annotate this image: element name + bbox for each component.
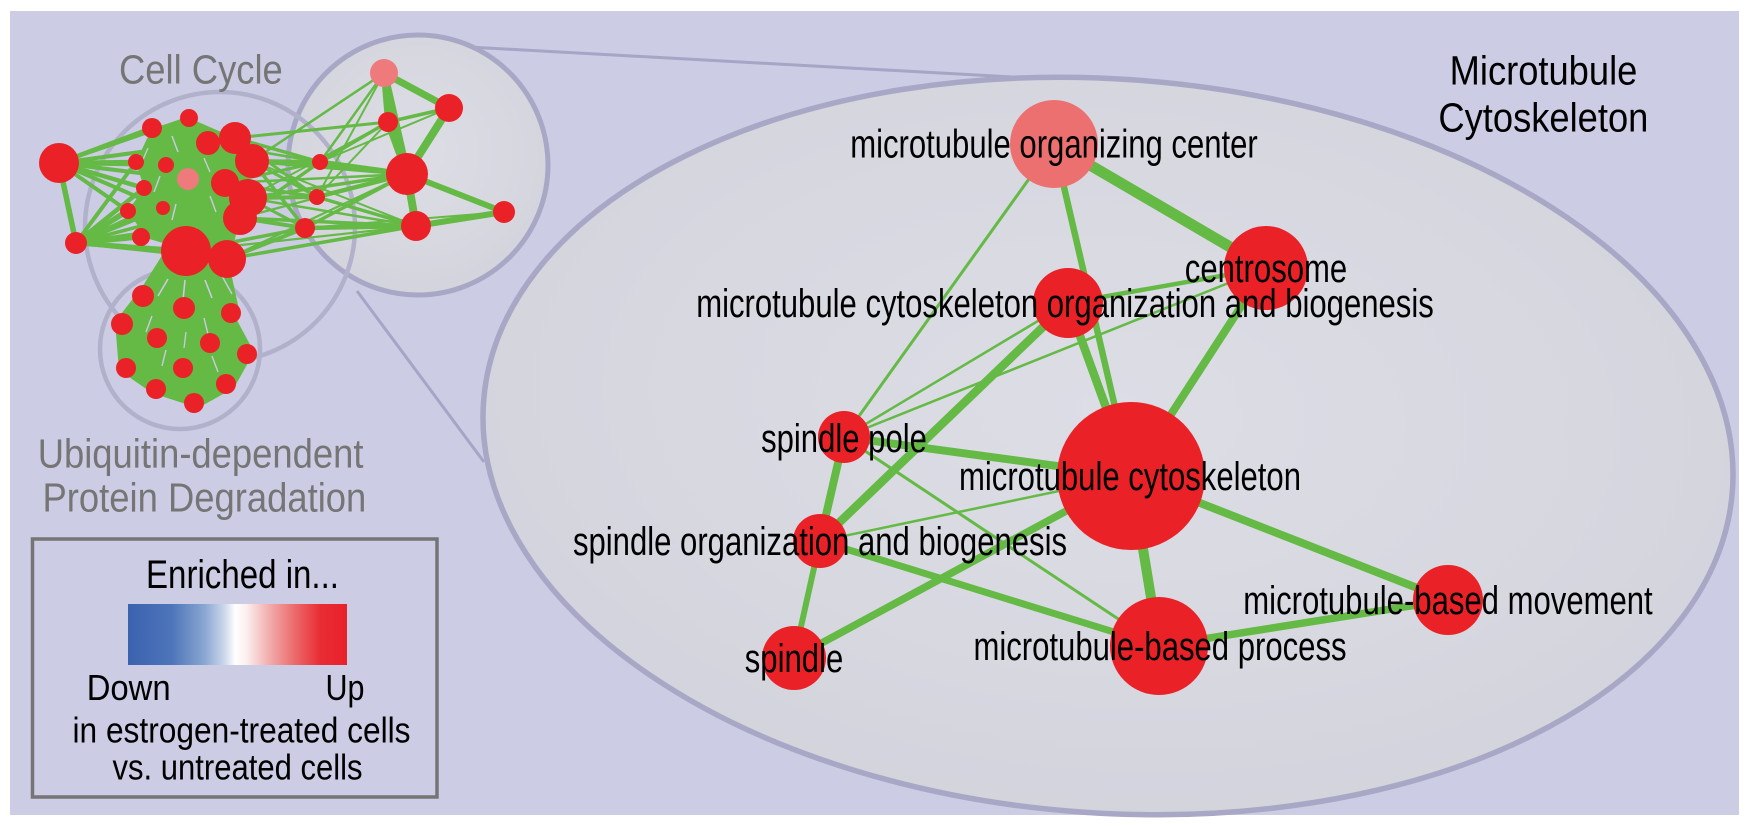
- svg-text:microtubule cytoskeleton: microtubule cytoskeleton: [959, 455, 1301, 499]
- svg-text:Enriched in...: Enriched in...: [146, 553, 339, 597]
- svg-text:microtubule-based movement: microtubule-based movement: [1243, 579, 1652, 623]
- svg-text:spindle pole: spindle pole: [761, 417, 927, 461]
- svg-text:Protein Degradation: Protein Degradation: [43, 474, 367, 520]
- svg-text:microtubule cytoskeleton organ: microtubule cytoskeleton organization an…: [696, 282, 1434, 326]
- svg-text:vs. untreated cells: vs. untreated cells: [113, 747, 363, 788]
- svg-text:spindle: spindle: [745, 637, 844, 681]
- svg-text:Cytoskeleton: Cytoskeleton: [1438, 95, 1648, 141]
- svg-text:centrosome: centrosome: [1185, 247, 1347, 291]
- svg-text:microtubule organizing center: microtubule organizing center: [850, 123, 1258, 167]
- svg-text:Ubiquitin-dependent: Ubiquitin-dependent: [38, 430, 364, 476]
- svg-text:microtubule-based process: microtubule-based process: [973, 625, 1346, 669]
- svg-text:Cell Cycle: Cell Cycle: [119, 46, 283, 92]
- svg-text:Down: Down: [87, 667, 171, 708]
- svg-text:in estrogen-treated cells: in estrogen-treated cells: [73, 710, 411, 751]
- svg-text:Microtubule: Microtubule: [1450, 47, 1638, 93]
- svg-text:spindle organization and bioge: spindle organization and biogenesis: [573, 520, 1067, 564]
- svg-text:Up: Up: [326, 667, 365, 708]
